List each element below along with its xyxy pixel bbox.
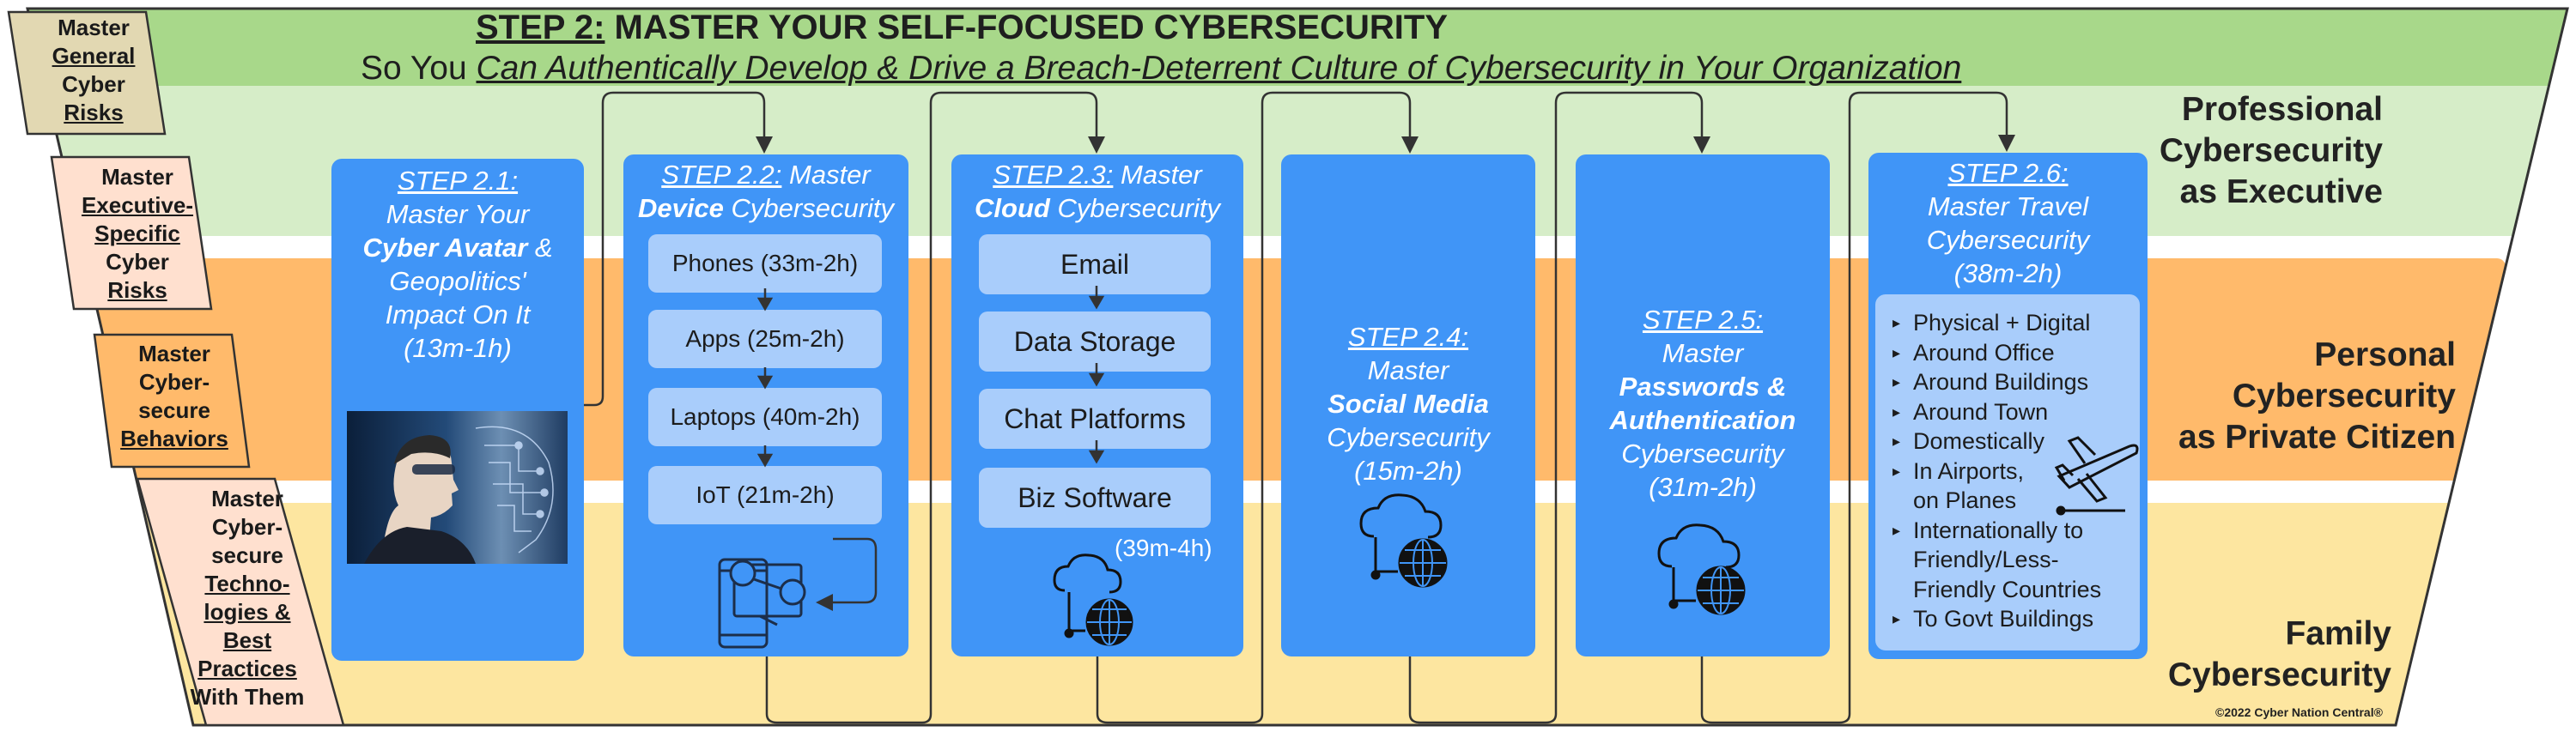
step-2-1-label: STEP 2.1: [397,166,519,196]
device-item-apps: Apps (25m-2h) [648,310,882,368]
list-item: ▸Domestically [1893,428,2045,454]
cloud-globe-icon [1053,554,1133,646]
device-item-phones: Phones (33m-2h) [648,234,882,293]
connector-2-4-to-2-5 [1408,91,1710,724]
tab-executive-specific-risks [50,155,213,311]
cloud-globe-icon [1657,523,1746,615]
list-item: ▸In Airports, [1893,457,2025,484]
connector-2-3-to-2-4 [1096,91,1419,724]
tab-general-cyber-risks [7,10,167,136]
connector-2-1-to-2-2 [584,91,773,407]
connector-2-5-to-2-6 [1700,91,2015,724]
step-2-2-label: STEP 2.2: [661,160,782,190]
list-item: ▸Around Town [1893,398,2049,425]
cloud-item-data-storage: Data Storage [979,312,1211,372]
left-tabs [7,10,345,727]
list-item: Friendly/Less- [1913,547,2059,572]
tab-cybersecure-behaviors [93,333,251,469]
list-item: Friendly Countries [1913,576,2102,602]
step-2-4-label: STEP 2.4: [1347,322,1469,352]
copyright: ©2022 Cyber Nation Central® [2215,705,2383,719]
cloud-item-email: Email [979,234,1211,294]
cloud-item-chat-platforms: Chat Platforms [979,389,1211,449]
step-2-1-card: STEP 2.1: Master Your Cyber Avatar & Geo… [331,159,584,661]
list-item: ▸Around Office [1893,339,2055,366]
list-item: ▸Around Buildings [1893,369,2089,395]
connector-iot-to-device [816,537,878,611]
device-item-laptops: Laptops (40m-2h) [648,388,882,446]
step-2-3-label: STEP 2.3: [993,160,1114,190]
avatar-image [347,411,568,564]
travel-list: ▸Physical + Digital ▸Around Office ▸Arou… [1875,294,2140,650]
list-item: ▸Internationally to [1893,517,2084,543]
step-2-3-time: (39m-4h) [1115,535,1212,561]
step-2-5-label: STEP 2.5: [1642,305,1764,335]
step-2-6-card: STEP 2.6: Master Travel Cybersecurity (3… [1868,153,2148,659]
airplane-icon [2054,436,2139,516]
cloud-globe-icon [1359,493,1448,588]
title-band [27,9,2567,86]
step-2-5-card: STEP 2.5: Master Passwords & Authenticat… [1576,154,1830,656]
tab-cybersecure-technologies [136,477,345,727]
step-2-3-card: STEP 2.3: Master Cloud Cybersecurity Ema… [951,154,1243,656]
list-item: ▸To Govt Buildings [1893,606,2094,632]
cloud-item-biz-software: Biz Software [979,468,1211,528]
device-icon [718,558,806,649]
trapezoid-outline [26,7,2569,727]
list-item: ▸Physical + Digital [1893,310,2091,336]
step-2-6-label: STEP 2.6: [1947,158,2069,188]
connector-2-2-to-2-3 [765,91,1105,724]
page-subtitle: So You Can Authentically Develop & Drive… [361,50,1962,87]
page-title: STEP 2: MASTER YOUR SELF-FOCUSED CYBERSE… [476,9,1448,46]
list-item: on Planes [1913,487,2017,513]
device-item-iot: IoT (21m-2h) [648,466,882,524]
